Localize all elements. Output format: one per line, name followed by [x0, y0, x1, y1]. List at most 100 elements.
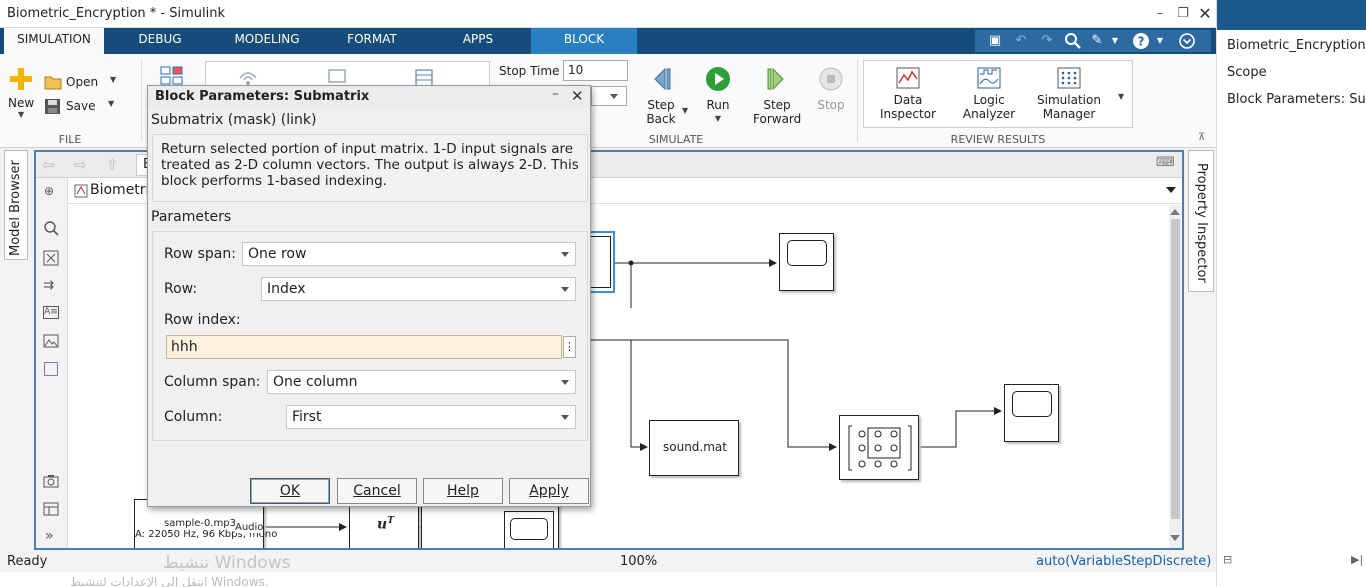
more-options-icon[interactable]: ⋮ [563, 336, 576, 358]
back-arrow-icon[interactable]: ⇦ [42, 156, 55, 174]
open-windows-panel: Biometric_Encryption ... Scope Block Par… [1216, 0, 1366, 587]
chevron-down-icon[interactable]: ▼ [1118, 92, 1125, 101]
model-browser-tab[interactable]: Model Browser [4, 150, 28, 260]
save-icon[interactable]: ▣ [988, 33, 1002, 48]
panel-header [1217, 0, 1366, 30]
row-dropdown[interactable]: Index [261, 277, 576, 301]
window-item-model[interactable]: Biometric_Encryption ... [1227, 38, 1365, 53]
apply-button[interactable]: Apply [509, 478, 589, 504]
ok-button[interactable]: OK [250, 478, 330, 504]
open-button[interactable]: Open ▼ [44, 74, 124, 92]
cancel-button[interactable]: Cancel [337, 478, 417, 504]
stop-icon [819, 67, 843, 91]
step-back-icon [654, 67, 671, 91]
audio-source-block[interactable]: sample-0.mp3 A: 22050 Hz, 96 Kbps, mono … [134, 499, 277, 548]
tab-format[interactable]: FORMAT [347, 32, 397, 46]
annotation-icon[interactable]: A≡ [43, 306, 59, 319]
row-span-value: One row [248, 246, 307, 262]
collapse-icon[interactable]: ⊼ [1198, 132, 1206, 143]
step-back-label-2: Back [646, 112, 676, 126]
minimize-button[interactable]: – [552, 86, 559, 102]
stop-time-input[interactable]: 10 [563, 60, 628, 81]
breadcrumb[interactable]: Biometric [90, 182, 158, 198]
camera-icon[interactable] [43, 474, 59, 488]
model-browser-label: Model Browser [8, 160, 23, 256]
ok-label: OK [279, 483, 301, 499]
forward-arrow-icon[interactable]: ⇨ [74, 156, 87, 174]
tab-block[interactable]: BLOCK [531, 28, 637, 54]
scroll-thumb[interactable] [1171, 219, 1180, 519]
new-button[interactable]: New ▼ [8, 66, 34, 119]
to-file-block[interactable]: sound.mat [649, 420, 739, 476]
block-parameters-dialog: Block Parameters: Submatrix – ✕ Submatri… [147, 85, 591, 507]
scope-block-3[interactable] [504, 511, 554, 548]
tab-simulation[interactable]: SIMULATION [4, 28, 104, 55]
apply-label: Apply [529, 483, 569, 499]
run-icon [706, 67, 730, 91]
stop-button[interactable]: Stop [813, 66, 849, 112]
model-data-icon[interactable] [43, 502, 59, 516]
help-icon[interactable]: ? [1131, 31, 1151, 51]
hide-browser-icon[interactable]: ⊕ [44, 184, 55, 198]
save-button[interactable]: Save ▼ [44, 98, 124, 116]
submatrix-block-2[interactable] [839, 415, 919, 480]
submatrix-icon [848, 425, 912, 471]
minimize-button[interactable]: – [1156, 6, 1164, 21]
scope-block-2[interactable] [1004, 384, 1059, 442]
close-button[interactable]: ✕ [1198, 4, 1212, 23]
run-button[interactable]: Run ▼ [698, 66, 738, 123]
collapse-panel-icon[interactable]: ▶| [1351, 553, 1364, 566]
row-span-dropdown[interactable]: One row [242, 242, 576, 266]
scope-block[interactable] [779, 233, 834, 291]
tab-modeling[interactable]: MODELING [234, 32, 300, 46]
chevron-down-icon: ▼ [682, 106, 689, 115]
sim-mode-dropdown[interactable] [591, 86, 627, 106]
scroll-down-icon[interactable] [1170, 535, 1180, 541]
dock-icon[interactable]: ⊟ [1223, 553, 1233, 566]
community-icon[interactable]: ✎ [1091, 33, 1103, 48]
tab-apps[interactable]: APPS [462, 32, 494, 46]
logic-analyzer-button[interactable]: Logic Analyzer [959, 67, 1019, 121]
description-text: Return selected portion of input matrix.… [161, 141, 579, 189]
library-browser-icon[interactable] [160, 66, 184, 86]
description-box: Return selected portion of input matrix.… [152, 134, 588, 202]
restore-button[interactable]: ❐ [1177, 6, 1189, 21]
step-forward-label-2: Forward [753, 112, 802, 126]
monitor-icon [328, 69, 346, 83]
transpose-block[interactable]: uT [349, 499, 419, 548]
expand-icon[interactable]: » [45, 528, 54, 544]
step-back-button[interactable]: Step Back [640, 66, 682, 126]
row-index-input[interactable]: hhh [166, 335, 562, 359]
help-button[interactable]: Help [423, 478, 503, 504]
scope-screen [787, 240, 827, 266]
area-icon[interactable] [44, 362, 58, 376]
zoom-icon[interactable] [43, 220, 59, 236]
column-span-dropdown[interactable]: One column [267, 370, 576, 394]
chevron-down-icon[interactable]: ▼ [1156, 36, 1164, 45]
undo-icon[interactable]: ↶ [1015, 33, 1027, 48]
tab-debug[interactable]: DEBUG [138, 32, 182, 46]
solver-link[interactable]: auto(VariableStepDiscrete) [1036, 554, 1212, 569]
window-item-block-params[interactable]: Block Parameters: Su... [1227, 92, 1365, 107]
up-arrow-icon[interactable]: ⇧ [106, 156, 119, 174]
step-forward-button[interactable]: Step Forward [753, 66, 801, 126]
fit-to-view-icon[interactable] [43, 250, 59, 266]
chevron-down-icon[interactable] [1166, 187, 1176, 193]
window-item-scope[interactable]: Scope [1227, 65, 1267, 80]
chevron-down-icon [561, 380, 569, 385]
data-inspector-button[interactable]: Data Inspector [878, 67, 938, 121]
close-button[interactable]: ✕ [571, 87, 584, 105]
column-dropdown[interactable]: First [286, 405, 576, 429]
signal-arrows-icon[interactable]: ⇉ [43, 278, 54, 293]
scope-screen [1012, 391, 1052, 417]
collapse-ribbon-icon[interactable] [1177, 31, 1197, 51]
keyboard-icon[interactable]: ⌨ [1156, 155, 1175, 170]
image-icon[interactable] [43, 334, 59, 348]
property-inspector-tab[interactable]: Property Inspector [1188, 150, 1214, 292]
chevron-down-icon[interactable]: ▼ [1111, 36, 1119, 45]
redo-icon[interactable]: ↷ [1041, 33, 1053, 48]
scroll-up-icon[interactable] [1170, 209, 1180, 215]
search-icon[interactable] [1063, 31, 1083, 51]
vertical-scrollbar[interactable] [1169, 205, 1182, 548]
simulation-manager-button[interactable]: Simulation Manager [1036, 67, 1102, 121]
